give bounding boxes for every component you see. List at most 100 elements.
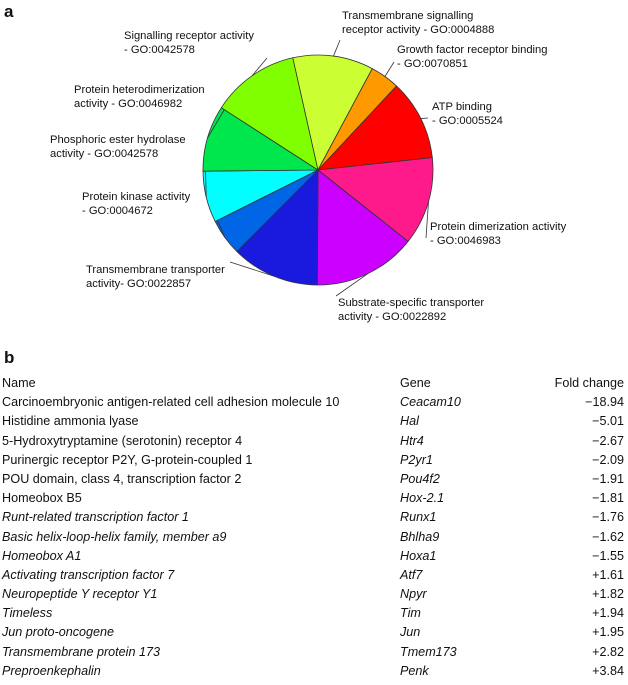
- row-gene: Npyr: [400, 587, 427, 602]
- row-gene: Hox-2.1: [400, 491, 445, 506]
- pie-slice: [317, 68, 398, 171]
- row-fold-change: −1.62: [592, 529, 624, 544]
- row-name: Timeless: [2, 606, 53, 621]
- row-gene: Runx1: [400, 510, 437, 525]
- pie-slice: [316, 169, 409, 286]
- row-name: Homeobox B5: [2, 491, 82, 506]
- row-name: Neuropeptide Y receptor Y1: [2, 587, 158, 602]
- table-row: Homeobox A1 Hoxa1 −1.55: [0, 547, 628, 566]
- row-gene: Bhlha9: [400, 529, 440, 544]
- gene-table: Name Gene Fold change Carcinoembryonic a…: [0, 374, 628, 681]
- table-row: Jun proto-oncogene Jun +1.95: [0, 623, 628, 642]
- row-name: Runt-related transcription factor 1: [2, 510, 189, 525]
- row-name: Homeobox A1: [2, 548, 82, 563]
- row-gene: Hal: [400, 414, 419, 429]
- row-gene: Pou4f2: [400, 471, 440, 486]
- slice-label: Protein dimerization activity: [430, 221, 567, 233]
- row-name: Histidine ammonia lyase: [2, 414, 139, 429]
- row-name: Carcinoembryonic antigen-related cell ad…: [2, 395, 340, 410]
- row-gene: Penk: [400, 663, 429, 678]
- table-row: 5-Hydroxytryptamine (serotonin) receptor…: [0, 432, 628, 451]
- slice-go-id: activity - GO:0022892: [338, 311, 446, 323]
- slice-label: Growth factor receptor binding: [397, 44, 548, 56]
- row-name: Purinergic receptor P2Y, G-protein-coupl…: [2, 452, 253, 467]
- table-row: Homeobox B5 Hox-2.1 −1.81: [0, 489, 628, 508]
- slice-go-id: - GO:0046983: [430, 235, 501, 247]
- slice-go-id: activity - GO:0046982: [74, 98, 182, 110]
- table-row: Neuropeptide Y receptor Y1 Npyr +1.82: [0, 585, 628, 604]
- row-fold-change: +2.82: [592, 644, 624, 659]
- slice-label: ATP binding: [432, 101, 492, 113]
- slice-go-id: - GO:0005524: [432, 115, 503, 127]
- leader-line: [425, 201, 429, 239]
- row-gene: Atf7: [400, 567, 423, 582]
- row-name: 5-Hydroxytryptamine (serotonin) receptor…: [2, 433, 243, 448]
- header-gene: Gene: [400, 376, 431, 390]
- leader-line: [229, 261, 274, 277]
- row-gene: Ceacam10: [400, 395, 461, 410]
- row-fold-change: −1.91: [592, 471, 624, 486]
- leader-line: [251, 57, 268, 76]
- row-gene: Hoxa1: [400, 548, 437, 563]
- table-row: Purinergic receptor P2Y, G-protein-coupl…: [0, 451, 628, 470]
- slice-go-id: receptor activity - GO:0004888: [342, 24, 494, 36]
- table-row: Activating transcription factor 7 Atf7 +1.…: [0, 566, 628, 585]
- slice-label: Transmembrane transporter: [86, 264, 225, 276]
- slice-go-id: - GO:0070851: [397, 58, 468, 70]
- table-header-row: Name Gene Fold change: [0, 374, 628, 393]
- row-name: Transmembrane protein 173: [2, 644, 160, 659]
- table-row: Preproenkephalin Penk +3.84: [0, 662, 628, 681]
- slice-label: Phosphoric ester hydrolase: [50, 134, 186, 146]
- pie-slice: [236, 169, 319, 286]
- row-fold-change: +1.94: [592, 606, 624, 621]
- row-name: Basic helix-loop-helix family, member a9: [2, 529, 227, 544]
- table-row: Histidine ammonia lyase Hal −5.01: [0, 412, 628, 431]
- leader-line: [420, 117, 429, 119]
- row-fold-change: −1.55: [592, 548, 624, 563]
- row-gene: Jun: [400, 625, 421, 640]
- slice-label: Protein heterodimerization: [74, 84, 205, 96]
- pie-slice: [220, 57, 319, 171]
- row-fold-change: −2.09: [592, 452, 624, 467]
- slice-go-id: - GO:0042578: [124, 44, 195, 56]
- slice-go-id: - GO:0004672: [82, 205, 153, 217]
- pie-slice: [316, 85, 433, 171]
- leader-line: [384, 61, 395, 77]
- row-gene: Tim: [400, 606, 421, 621]
- row-name: Jun proto-oncogene: [2, 625, 115, 640]
- row-fold-change: −18.94: [585, 395, 624, 410]
- row-gene: Htr4: [400, 433, 424, 448]
- panel-a-label: a: [4, 2, 14, 21]
- row-fold-change: +1.61: [592, 567, 624, 582]
- table-row: Basic helix-loop-helix family, member a9…: [0, 528, 628, 547]
- leader-line: [335, 273, 368, 297]
- row-name: Activating transcription factor 7: [2, 567, 175, 582]
- row-fold-change: −1.81: [592, 491, 624, 506]
- slice-go-id: activity - GO:0042578: [50, 148, 158, 160]
- header-name: Name: [2, 376, 36, 390]
- table-row: Transmembrane protein 173 Tmem173 +2.82: [0, 643, 628, 662]
- table-row: Timeless Tim +1.94: [0, 604, 628, 623]
- panel-b-label: b: [4, 348, 15, 367]
- row-fold-change: +1.95: [592, 625, 624, 640]
- row-fold-change: +3.84: [592, 663, 624, 678]
- row-name: Preproenkephalin: [2, 663, 101, 678]
- row-fold-change: −2.67: [592, 433, 624, 448]
- header-fold-change: Fold change: [554, 376, 624, 390]
- row-fold-change: +1.82: [592, 587, 624, 602]
- row-fold-change: −1.76: [592, 510, 624, 525]
- row-gene: P2yr1: [400, 452, 433, 467]
- row-gene: Tmem173: [400, 644, 457, 659]
- pie-slice: [316, 157, 434, 242]
- slice-label: Protein kinase activity: [82, 191, 191, 203]
- leader-line: [333, 39, 341, 57]
- slice-go-id: activity- GO:0022857: [86, 278, 191, 290]
- slice-label: Transmembrane signalling: [342, 10, 473, 22]
- table-row: Carcinoembryonic antigen-related cell ad…: [0, 393, 628, 412]
- table-row: Runt-related transcription factor 1 Runx1…: [0, 508, 628, 527]
- table-row: POU domain, class 4, transcription facto…: [0, 470, 628, 489]
- slice-label: Signalling receptor activity: [124, 30, 254, 42]
- slice-label: Substrate-specific transporter: [338, 297, 484, 309]
- row-fold-change: −5.01: [592, 414, 624, 429]
